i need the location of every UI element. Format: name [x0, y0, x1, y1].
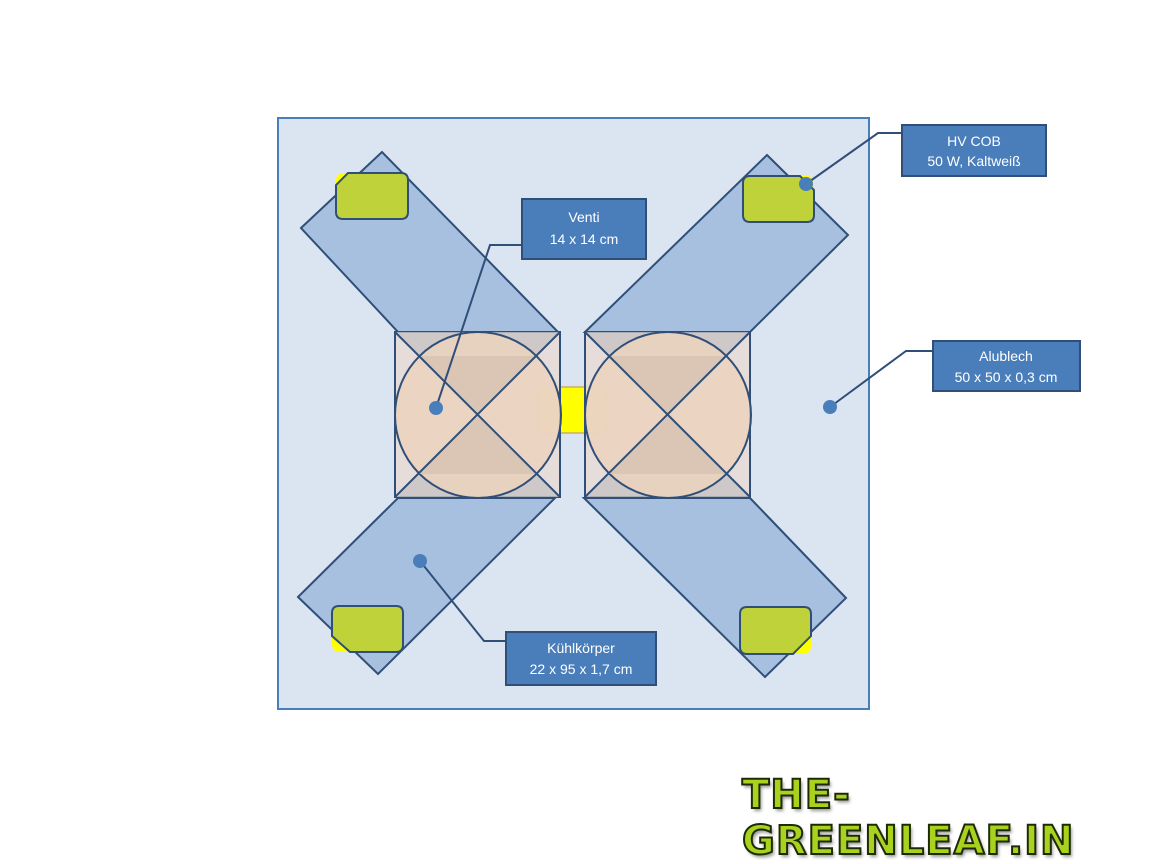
cob-top-left	[335, 172, 409, 220]
cob-bottom-left	[331, 605, 404, 653]
kuehl-label-title: Kühlkörper	[547, 640, 615, 656]
fan-right	[584, 331, 752, 499]
fan-left	[394, 331, 562, 499]
callout-kuehlkoerper: Kühlkörper 22 x 95 x 1,7 cm	[413, 554, 657, 686]
cob-top-right	[742, 175, 815, 223]
cob-label-spec: 50 W, Kaltweiß	[927, 153, 1020, 169]
callout-venti: Venti 14 x 14 cm	[429, 198, 647, 415]
venti-label-title: Venti	[568, 209, 599, 225]
callout-cob: HV COB 50 W, Kaltweiß	[799, 124, 1047, 191]
cob-bottom-right	[739, 606, 812, 655]
callout-alublech: Alublech 50 x 50 x 0,3 cm	[823, 340, 1081, 414]
venti-marker-dot	[429, 401, 443, 415]
alublech-label-size: 50 x 50 x 0,3 cm	[955, 369, 1058, 385]
alublech-marker-dot	[823, 400, 837, 414]
kuehl-label-size: 22 x 95 x 1,7 cm	[530, 661, 633, 677]
alublech-label-title: Alublech	[979, 348, 1033, 364]
diagram: Venti 14 x 14 cm HV COB 50 W, Kaltweiß A…	[277, 117, 1081, 710]
watermark-logo: THE-GREENLEAF.IN	[741, 771, 1075, 864]
kuehl-marker-dot	[413, 554, 427, 568]
venti-label-size: 14 x 14 cm	[550, 231, 618, 247]
cob-marker-dot	[799, 177, 813, 191]
cob-label-title: HV COB	[947, 133, 1001, 149]
